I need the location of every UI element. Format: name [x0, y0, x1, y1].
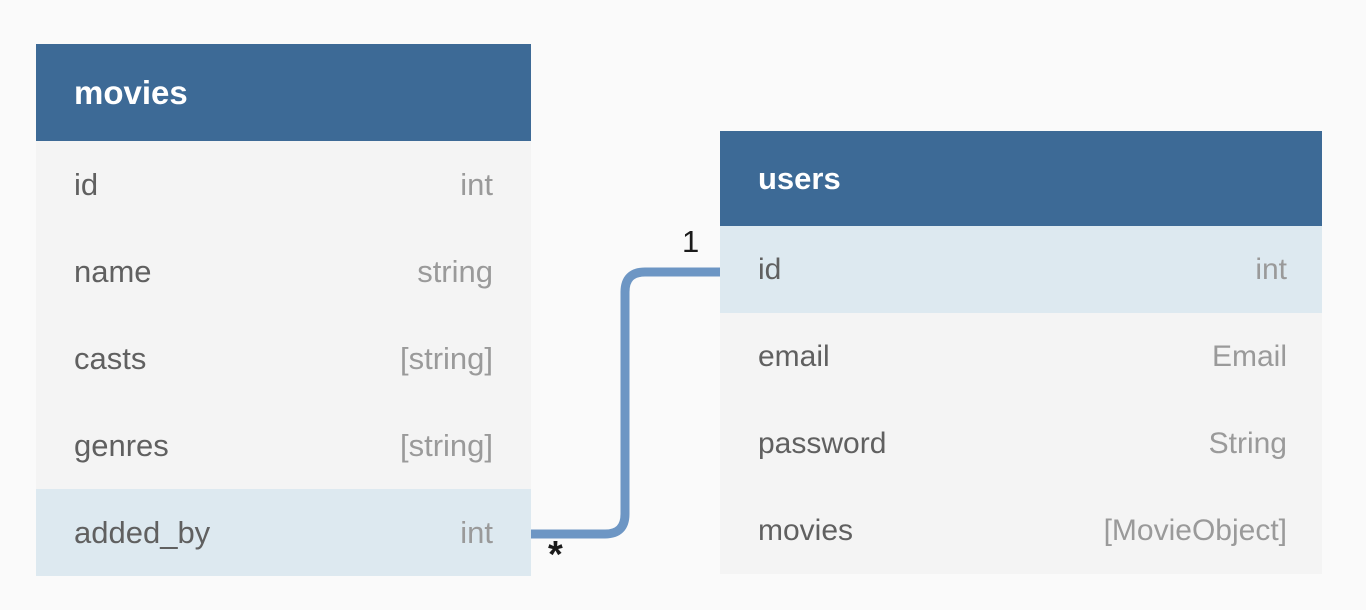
field-row-movies-id[interactable]: id int [36, 141, 531, 228]
field-name: name [74, 253, 152, 289]
field-row-users-password[interactable]: password String [720, 400, 1322, 487]
field-row-movies-added-by[interactable]: added_by int [36, 489, 531, 576]
entity-table-users[interactable]: users id int email Email password String… [720, 131, 1322, 574]
field-name: genres [74, 427, 169, 463]
entity-header-movies[interactable]: movies [36, 44, 531, 141]
field-name: password [758, 426, 887, 460]
field-type: Email [1211, 339, 1287, 373]
entity-table-movies[interactable]: movies id int name string casts [string]… [36, 44, 531, 576]
entity-header-users[interactable]: users [720, 131, 1322, 226]
field-row-movies-name[interactable]: name string [36, 228, 531, 315]
field-name: email [758, 339, 830, 373]
field-row-users-id[interactable]: id int [720, 226, 1322, 313]
field-type: string [417, 253, 493, 289]
field-name: id [758, 252, 782, 286]
field-type: [MovieObject] [1103, 513, 1287, 547]
entity-title-users: users [758, 160, 841, 196]
field-name: added_by [74, 514, 211, 550]
cardinality-label-one: 1 [682, 224, 700, 259]
field-name: id [74, 166, 99, 202]
field-row-movies-casts[interactable]: casts [string] [36, 315, 531, 402]
field-row-users-email[interactable]: email Email [720, 313, 1322, 400]
field-type: [string] [399, 340, 493, 376]
relationship-line-movies-users [531, 267, 720, 539]
field-type: String [1208, 426, 1287, 460]
cardinality-label-many: * [548, 534, 563, 576]
field-type: int [1255, 252, 1287, 286]
entity-title-movies: movies [74, 73, 188, 111]
field-row-movies-genres[interactable]: genres [string] [36, 402, 531, 489]
field-type: [string] [399, 427, 493, 463]
field-type: int [460, 166, 493, 202]
field-type: int [460, 514, 493, 550]
field-row-users-movies[interactable]: movies [MovieObject] [720, 487, 1322, 574]
field-name: movies [758, 513, 854, 547]
field-name: casts [74, 340, 147, 376]
